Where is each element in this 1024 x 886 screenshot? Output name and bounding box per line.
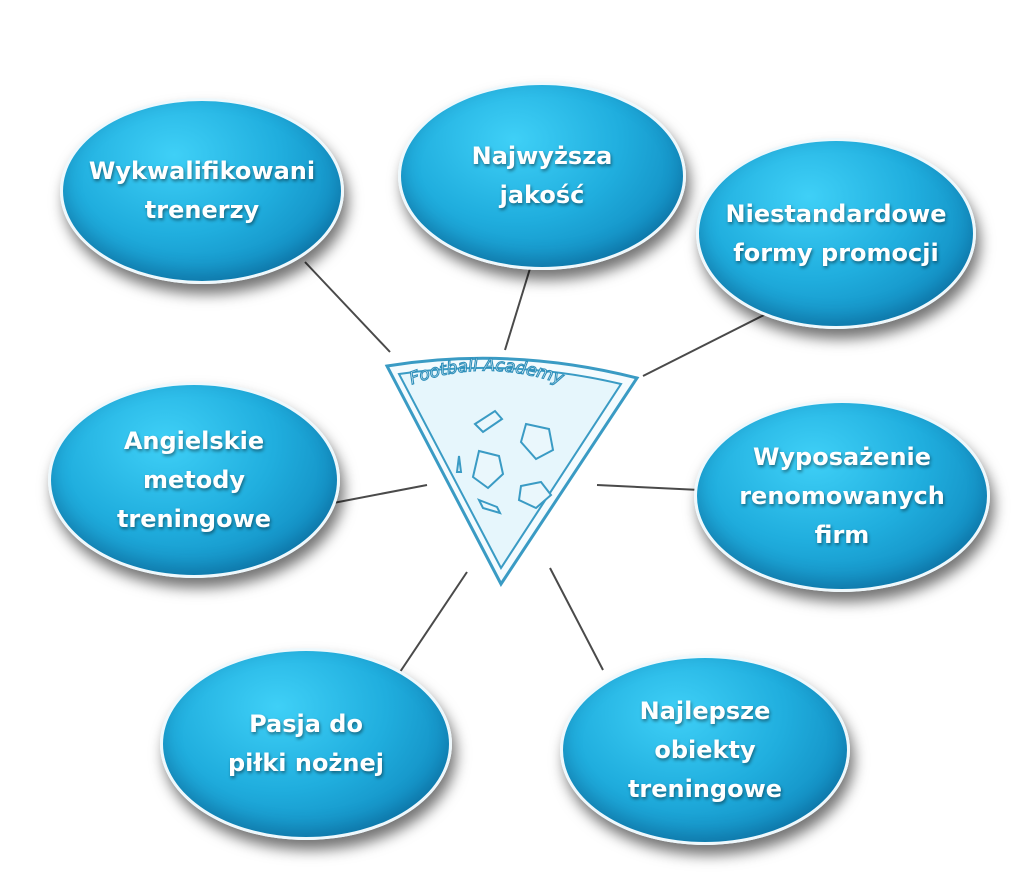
node-renowned-equipment: Wyposażenie renomowanych firm	[694, 400, 990, 592]
node-custom-promotion: Niestandardowe formy promocji	[696, 138, 976, 329]
node-football-passion: Pasja do piłki nożnej	[160, 648, 452, 840]
connector-highest-quality	[504, 261, 533, 351]
node-label: Niestandardowe formy promocji	[725, 199, 947, 267]
node-highest-quality: Najwyższa jakość	[398, 82, 686, 270]
node-label: Najlepsze obiekty treningowe	[627, 696, 783, 803]
node-qualified-coaches: Wykwalifikowani trenerzy	[60, 98, 344, 284]
node-best-facilities: Najlepsze obiekty treningowe	[560, 655, 850, 845]
node-english-methods: Angielskie metody treningowe	[48, 382, 340, 578]
connector-best-facilities	[549, 567, 604, 671]
connector-football-passion	[399, 571, 468, 673]
soccer-ball-icon	[455, 409, 555, 515]
connector-english-methods	[327, 484, 428, 505]
connector-custom-promotion	[642, 311, 771, 377]
node-label: Wyposażenie renomowanych firm	[739, 442, 945, 549]
football-academy-logo: Football Academy	[384, 356, 640, 587]
node-label: Najwyższa jakość	[471, 142, 613, 209]
node-label: Pasja do piłki nożnej	[228, 710, 384, 777]
connector-qualified-coaches	[304, 261, 391, 353]
node-label: Wykwalifikowani trenerzy	[88, 157, 316, 224]
connector-renowned-equipment	[596, 484, 701, 491]
node-label: Angielskie metody treningowe	[116, 426, 272, 533]
